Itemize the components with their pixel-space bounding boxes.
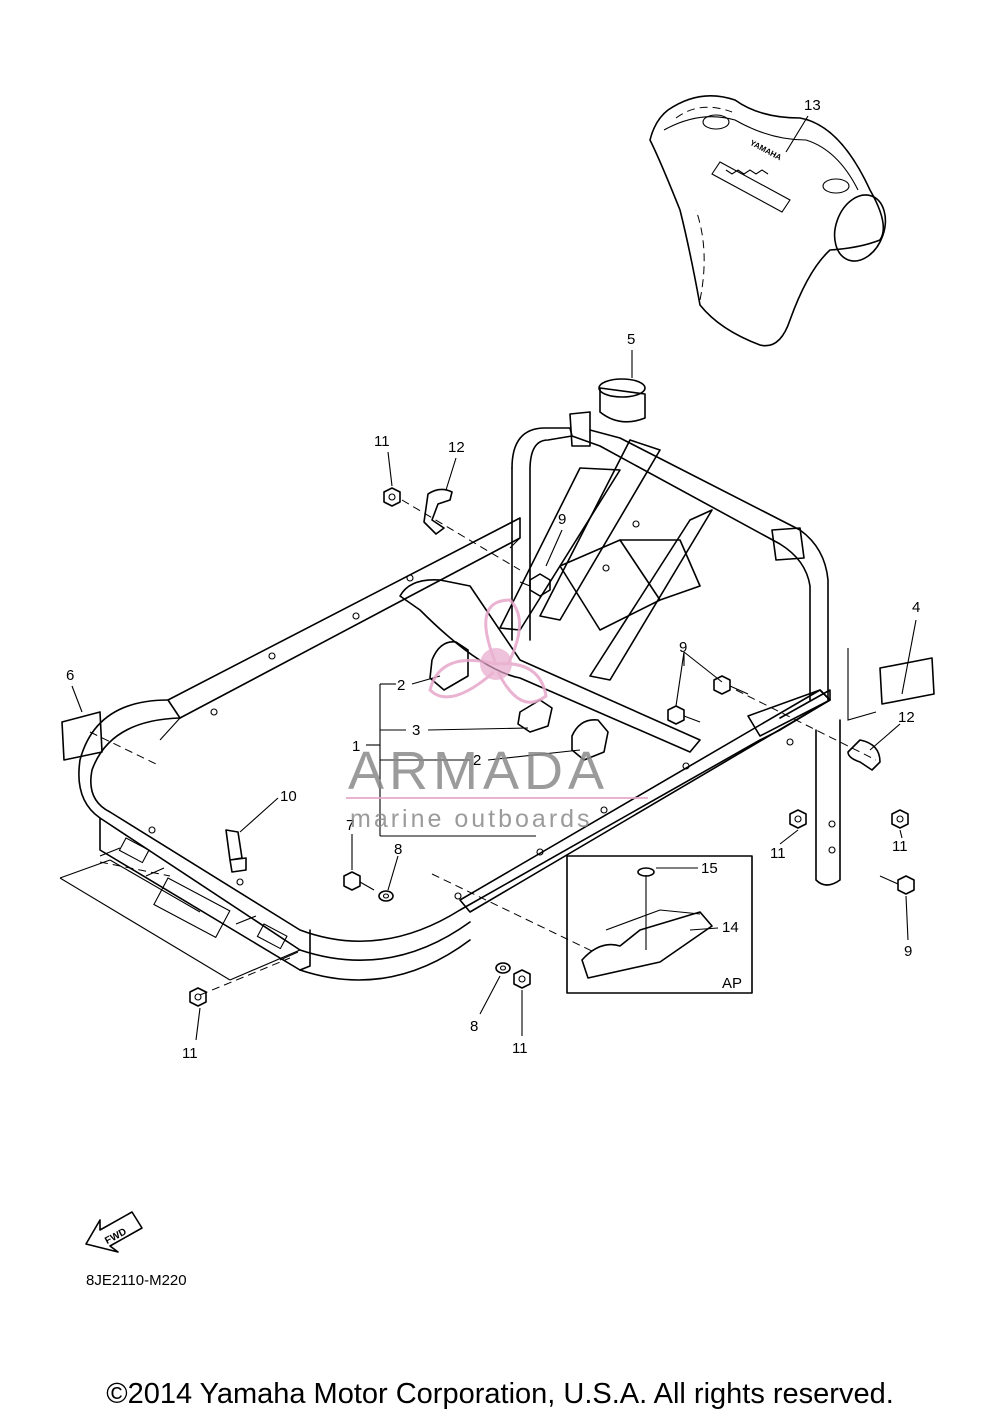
callout-7: 7 xyxy=(346,817,354,834)
cover-brand-text: YAMAHA xyxy=(748,138,783,162)
callout-5: 5 xyxy=(627,331,635,348)
bolt-part-b xyxy=(713,675,749,695)
callout-13: 13 xyxy=(804,97,821,114)
callout-12-a: 12 xyxy=(448,439,465,456)
washer-part-a xyxy=(378,890,394,902)
callout-4: 4 xyxy=(912,599,920,616)
inset-box-ap: AP xyxy=(566,855,753,994)
fwd-arrow-icon: FWD xyxy=(85,1211,143,1253)
callout-9-a: 9 xyxy=(558,511,566,528)
clip-part-b xyxy=(847,739,881,771)
callout-2-a: 2 xyxy=(397,677,405,694)
label-plate-4 xyxy=(879,657,935,705)
watermark-logo-icon xyxy=(428,598,548,704)
callout-11-b: 11 xyxy=(770,845,786,862)
armada-watermark: ARMADA marine outboards xyxy=(346,598,648,833)
callout-8-a: 8 xyxy=(394,841,402,858)
callout-6: 6 xyxy=(66,667,74,684)
callout-14: 14 xyxy=(722,919,739,936)
callout-8-b: 8 xyxy=(470,1018,478,1035)
callout-11-d: 11 xyxy=(182,1045,198,1062)
strap-part-10 xyxy=(225,829,247,873)
label-4-backing xyxy=(847,648,877,721)
fwd-label: FWD xyxy=(103,1226,128,1246)
watermark-brand: ARMADA xyxy=(348,741,609,801)
callout-11-a: 11 xyxy=(374,433,390,450)
bolt-part-7 xyxy=(343,871,375,891)
frame-holes xyxy=(148,520,836,900)
bolt-part-c xyxy=(667,705,701,725)
leader-13 xyxy=(785,115,809,153)
sleeve-part xyxy=(598,378,646,423)
holder-part-2b xyxy=(571,719,609,761)
bolt-part-d xyxy=(879,875,915,895)
clamp-part-3 xyxy=(517,699,553,733)
main-frame xyxy=(78,411,841,981)
label-plate-6 xyxy=(61,711,103,761)
nut-part-c xyxy=(891,809,909,829)
nut-part-a xyxy=(383,487,401,507)
callout-15: 15 xyxy=(701,860,718,877)
holder-part-2a xyxy=(429,641,469,691)
callout-12-b: 12 xyxy=(898,709,915,726)
callout-1: 1 xyxy=(352,738,360,755)
front-bracket-lines xyxy=(59,859,301,981)
callout-2-b: 2 xyxy=(473,752,481,769)
callout-10: 10 xyxy=(280,788,297,805)
callout-9-b: 9 xyxy=(679,639,687,656)
callout-11-e: 11 xyxy=(512,1040,528,1057)
callout-3: 3 xyxy=(412,722,420,739)
diagram-code: 8JE2110-M220 xyxy=(86,1272,187,1289)
inset-label-ap: AP xyxy=(722,975,742,992)
nut-part-d xyxy=(189,987,207,1007)
nut-part-b xyxy=(789,809,807,829)
handlebar-cover: YAMAHA xyxy=(649,94,887,347)
leader-14 xyxy=(689,927,719,931)
leader-lines xyxy=(71,451,917,1041)
bolt-part-a xyxy=(519,573,551,597)
callout-9-c: 9 xyxy=(904,943,912,960)
copyright-notice: ©2014 Yamaha Motor Corporation, U.S.A. A… xyxy=(106,1378,894,1410)
callout-11-c: 11 xyxy=(892,838,908,855)
washer-part-b xyxy=(495,962,511,974)
nut-part-e xyxy=(513,969,531,989)
clip-part-a xyxy=(423,488,453,535)
stud-parts xyxy=(99,847,299,961)
watermark-tagline: marine outboards xyxy=(350,805,593,833)
